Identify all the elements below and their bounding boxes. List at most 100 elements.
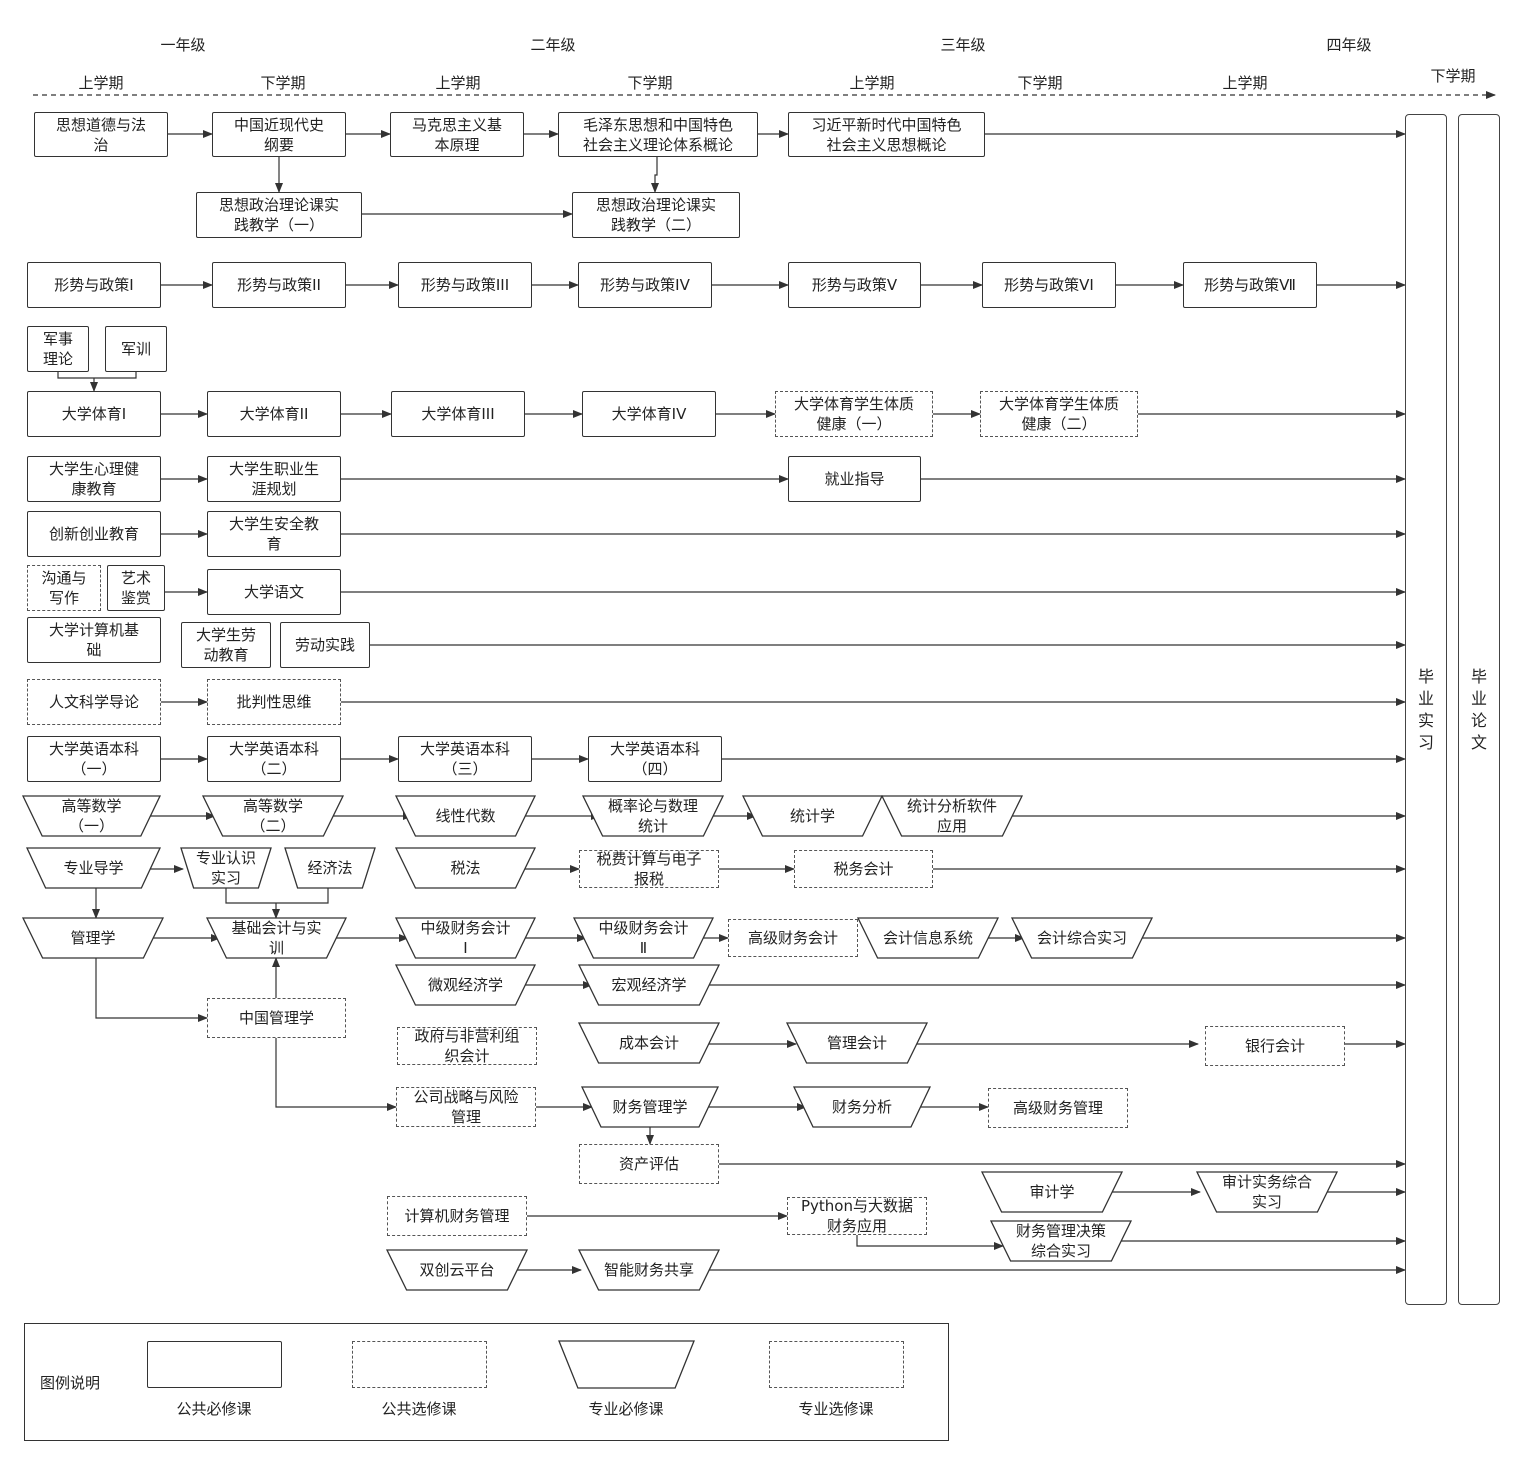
course-label: 计算机财务管理 xyxy=(404,1207,510,1225)
course-node: 专业导学 xyxy=(27,848,160,888)
course-node: 财务管理决策 综合实习 xyxy=(991,1221,1131,1261)
connector-arrow xyxy=(95,958,208,1022)
course-label: 资产评估 xyxy=(618,1155,679,1173)
course-label: 大学体育I xyxy=(61,405,127,423)
course-node: 高级财务管理 xyxy=(988,1088,1128,1128)
year-header: 三年级 xyxy=(940,36,986,54)
course-label: 管理会计 xyxy=(826,1034,887,1052)
course-node: Python与大数据 财务应用 xyxy=(787,1197,927,1235)
course-label: 高级财务管理 xyxy=(1012,1099,1103,1117)
course-label: 专业认识 实习 xyxy=(195,849,256,887)
course-node: 形势与政策V xyxy=(788,262,921,308)
course-label: 军事 理论 xyxy=(42,330,73,368)
course-node: 大学体育IV xyxy=(582,391,716,437)
course-node: 中国管理学 xyxy=(207,998,346,1038)
course-label: 高等数学 （二） xyxy=(242,797,303,835)
semester-header: 上学期 xyxy=(1222,74,1268,92)
legend-swatch-solid xyxy=(147,1341,282,1388)
course-label: 形势与政策Ⅰ xyxy=(54,276,134,294)
course-label: 微观经济学 xyxy=(427,976,503,994)
course-label: 军训 xyxy=(120,340,151,358)
course-label: 形势与政策IV xyxy=(600,276,690,294)
course-node: 形势与政策IV xyxy=(578,262,712,308)
course-label: 经济法 xyxy=(307,859,353,877)
course-node: 会计信息系统 xyxy=(858,918,998,958)
course-label: 形势与政策Ⅶ xyxy=(1204,276,1296,294)
semester-header: 上学期 xyxy=(78,74,124,92)
course-label: 概率论与数理 统计 xyxy=(607,797,698,835)
course-label: 税务会计 xyxy=(833,860,894,878)
course-label: 审计实务综合 实习 xyxy=(1221,1173,1312,1211)
course-label: 财务管理决策 综合实习 xyxy=(1015,1222,1106,1260)
semester-header: 下学期 xyxy=(1430,67,1476,85)
course-label: 大学体育学生体质 健康（二） xyxy=(998,395,1119,433)
course-node: 财务分析 xyxy=(794,1087,930,1127)
course-label: 批判性思维 xyxy=(236,693,312,711)
course-label: 思想政治理论课实 践教学（一） xyxy=(218,196,339,234)
course-label: 中国管理学 xyxy=(238,1009,314,1027)
course-node: 毛泽东思想和中国特色 社会主义理论体系概论 xyxy=(558,112,758,157)
course-label: 大学英语本科 （三） xyxy=(419,740,510,778)
course-node: 批判性思维 xyxy=(207,679,341,725)
course-node: 就业指导 xyxy=(788,456,921,502)
course-label: 公司战略与风险 管理 xyxy=(413,1088,519,1126)
course-node: 统计学 xyxy=(743,796,882,836)
course-label: 税费计算与电子 报税 xyxy=(596,850,702,888)
course-label: 大学英语本科 （一） xyxy=(48,740,139,778)
legend-label: 公共选修课 xyxy=(381,1400,457,1418)
course-node: 公司战略与风险 管理 xyxy=(396,1087,536,1127)
connector-arrow xyxy=(57,372,137,379)
course-node: 智能财务共享 xyxy=(579,1250,719,1290)
course-label: 中级财务会计 Ⅰ xyxy=(420,919,511,957)
course-label: Python与大数据 财务应用 xyxy=(801,1197,913,1235)
course-label: 马克思主义基 本原理 xyxy=(411,115,502,154)
course-label: 高等数学 （一） xyxy=(61,797,122,835)
graduation-thesis-box: 毕 业 论 文 xyxy=(1458,114,1500,1305)
course-node: 大学生职业生 涯规划 xyxy=(207,456,341,502)
year-header: 一年级 xyxy=(160,36,206,54)
course-label: 艺术 鉴赏 xyxy=(120,569,151,607)
course-label: 会计信息系统 xyxy=(882,929,973,947)
course-node: 创新创业教育 xyxy=(27,511,161,557)
course-node: 大学生劳 动教育 xyxy=(181,622,271,668)
course-label: 专业导学 xyxy=(63,859,124,877)
course-node: 成本会计 xyxy=(579,1023,719,1063)
course-label: 税法 xyxy=(450,859,481,877)
course-label: 就业指导 xyxy=(824,470,885,488)
course-node: 大学生安全教 育 xyxy=(207,511,341,557)
course-node: 概率论与数理 统计 xyxy=(583,796,723,836)
semester-header: 上学期 xyxy=(849,74,895,92)
course-node: 大学体育学生体质 健康（一） xyxy=(775,391,933,437)
course-node: 军事 理论 xyxy=(27,326,89,372)
course-node: 会计综合实习 xyxy=(1012,918,1152,958)
course-label: 形势与政策III xyxy=(420,276,510,294)
course-node: 大学体育III xyxy=(391,391,525,437)
course-node: 双创云平台 xyxy=(387,1250,527,1290)
course-label: 中级财务会计 Ⅱ xyxy=(598,919,689,957)
course-label: 形势与政策VI xyxy=(1004,276,1094,294)
course-node: 形势与政策Ⅶ xyxy=(1183,262,1317,308)
year-header: 四年级 xyxy=(1326,36,1372,54)
course-label: 宏观经济学 xyxy=(611,976,687,994)
course-label: 成本会计 xyxy=(618,1034,679,1052)
course-node: 统计分析软件 应用 xyxy=(882,796,1022,836)
course-node: 艺术 鉴赏 xyxy=(107,565,165,611)
graduation-internship-box: 毕 业 实 习 xyxy=(1405,114,1447,1305)
course-label: 管理学 xyxy=(70,929,116,947)
legend-swatch-dashed xyxy=(769,1341,904,1388)
course-node: 中国近现代史 纲要 xyxy=(212,112,346,157)
course-node: 管理学 xyxy=(23,918,163,958)
course-label: 统计分析软件 应用 xyxy=(906,797,997,835)
semester-header: 上学期 xyxy=(435,74,481,92)
legend-label: 专业必修课 xyxy=(588,1400,664,1418)
course-label: 大学生劳 动教育 xyxy=(195,626,256,664)
course-node: 大学英语本科 （二） xyxy=(207,736,341,782)
course-node: 大学英语本科 （四） xyxy=(588,736,722,782)
course-node: 军训 xyxy=(105,326,167,372)
course-node: 高级财务会计 xyxy=(728,919,858,957)
course-node: 大学英语本科 （三） xyxy=(398,736,532,782)
course-node: 形势与政策II xyxy=(212,262,346,308)
legend-swatch-dashed xyxy=(352,1341,487,1388)
course-label: 财务管理学 xyxy=(612,1098,688,1116)
